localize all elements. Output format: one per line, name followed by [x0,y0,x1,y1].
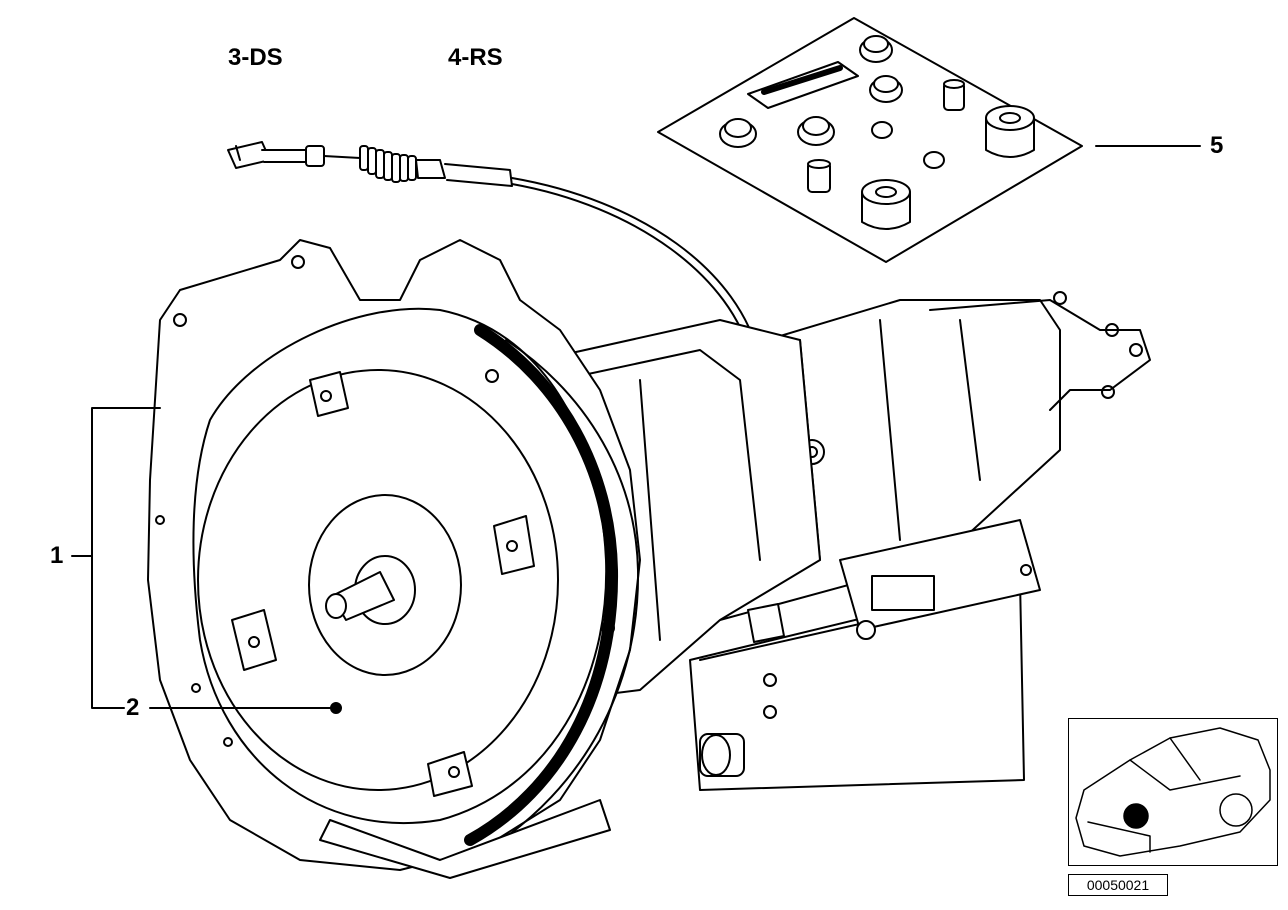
vehicle-location-inset [1068,718,1278,866]
callout-1[interactable]: 1 [50,542,64,569]
variant-label-4rs: 4-RS [448,44,503,71]
callout-lines [71,407,331,709]
diagram-code: 00050021 [1068,874,1168,896]
callout-2[interactable]: 2 [126,694,140,721]
car-location-icon [1075,727,1271,857]
automatic-transmission-illustration [147,239,1151,879]
screw-plug-kit-illustration [657,17,1201,263]
callout-5[interactable]: 5 [1210,132,1224,159]
variant-label-3ds: 3-DS [228,44,283,71]
